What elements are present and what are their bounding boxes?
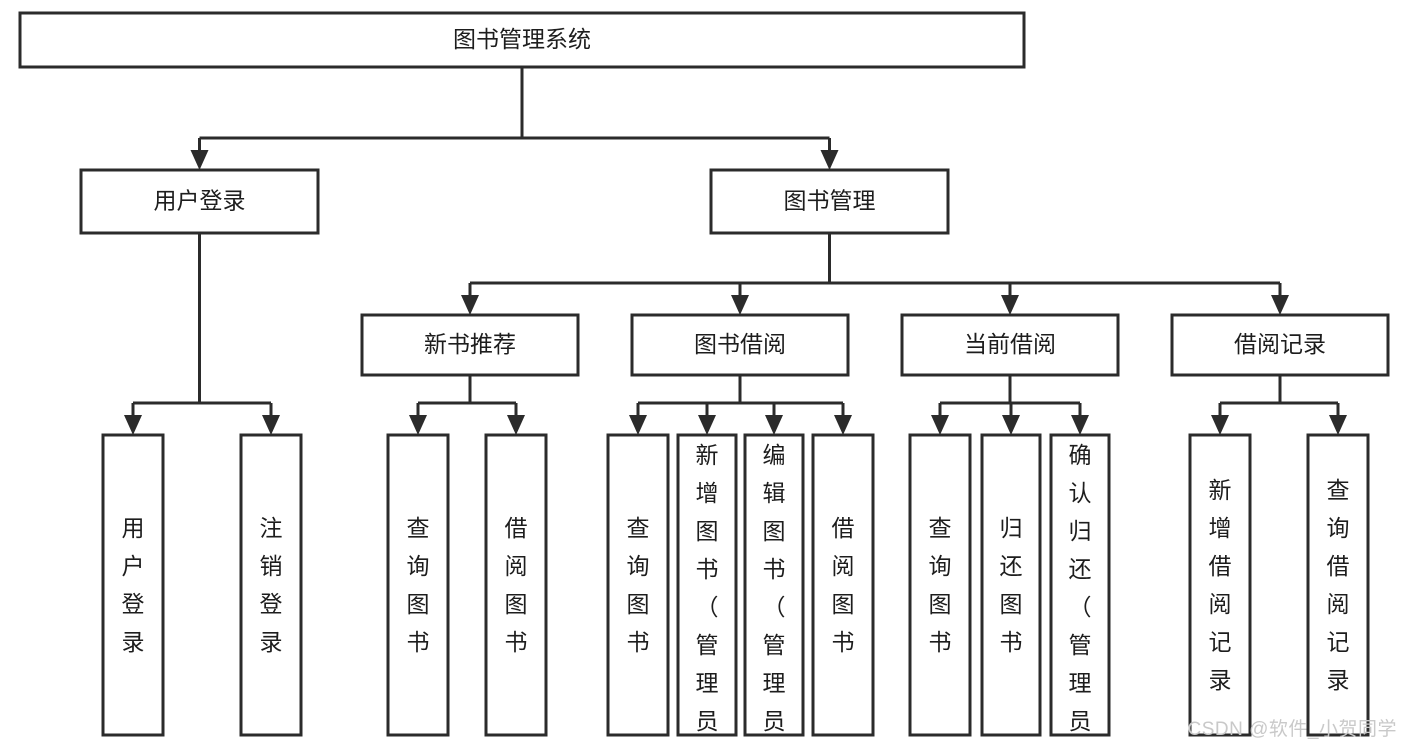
node-leaf-query-book-2-label: 查询图书 [627,515,650,655]
node-leaf-query-book-1-box [386,433,450,737]
arrow-head-icon [629,415,647,435]
arrow-head-icon [931,415,949,435]
node-leaf-query-book-2-box [606,433,670,737]
node-leaf-add-book[interactable]: 新增图书（管理员） [676,433,738,747]
arrow-head-icon [1071,415,1089,435]
node-leaf-query-book-3[interactable]: 查询图书 [908,433,972,737]
node-leaf-add-record-label: 新增借阅记录 [1209,477,1232,693]
node-book-borrow[interactable]: 图书借阅 [630,313,850,377]
node-borrow-record-label: 借阅记录 [1234,331,1326,357]
node-leaf-add-record-box [1188,433,1252,737]
node-leaf-edit-book[interactable]: 编辑图书（管理员） [743,433,805,747]
node-new-book-rec-label: 新书推荐 [424,331,516,357]
node-root[interactable]: 图书管理系统 [18,11,1026,69]
node-leaf-user-login[interactable]: 用户登录 [101,433,165,737]
node-user-login-box [79,168,320,235]
node-leaf-borrow-book-1-box [484,433,548,737]
node-leaf-user-logout-box [239,433,303,737]
node-leaf-confirm-return[interactable]: 确认归还（管理员） [1049,433,1111,747]
arrow-head-icon [820,150,839,170]
arrow-head-icon [834,415,852,435]
node-current-borrow[interactable]: 当前借阅 [900,313,1120,377]
node-leaf-borrow-book-1[interactable]: 借阅图书 [484,433,548,737]
arrow-head-icon [507,415,525,435]
node-leaf-edit-book-box [743,433,805,737]
node-new-book-rec-box [360,313,580,377]
node-book-manage-label: 图书管理 [784,188,876,214]
node-book-manage-box [709,168,950,235]
node-leaf-borrow-book-1-label: 借阅图书 [505,515,528,655]
node-leaf-borrow-book-2[interactable]: 借阅图书 [811,433,875,737]
node-leaf-return-book[interactable]: 归还图书 [980,433,1042,737]
node-book-borrow-box [630,313,850,377]
node-new-book-rec[interactable]: 新书推荐 [360,313,580,377]
arrow-head-icon [1001,295,1019,315]
node-leaf-return-book-box [980,433,1042,737]
node-root-label: 图书管理系统 [453,26,591,52]
node-leaf-borrow-book-2-label: 借阅图书 [832,515,855,655]
node-leaf-query-book-3-label: 查询图书 [929,515,952,655]
node-leaf-return-book-label: 归还图书 [1000,515,1023,655]
node-leaf-confirm-return-box [1049,433,1111,737]
node-leaf-query-record-label: 查询借阅记录 [1327,477,1350,693]
node-leaf-user-login-box [101,433,165,737]
node-leaf-user-login-label: 用户登录 [122,515,145,655]
node-leaf-borrow-book-2-box [811,433,875,737]
node-leaf-add-record[interactable]: 新增借阅记录 [1188,433,1252,737]
node-book-manage[interactable]: 图书管理 [709,168,950,235]
node-book-borrow-label: 图书借阅 [694,331,786,357]
arrow-head-icon [124,415,142,435]
node-leaf-query-book-1[interactable]: 查询图书 [386,433,450,737]
arrow-head-icon [1002,415,1020,435]
arrow-head-icon [1271,295,1289,315]
node-leaf-query-record[interactable]: 查询借阅记录 [1306,433,1370,737]
node-borrow-record[interactable]: 借阅记录 [1170,313,1390,377]
node-current-borrow-box [900,313,1120,377]
node-leaf-user-logout[interactable]: 注销登录 [239,433,303,737]
arrow-head-icon [461,295,479,315]
node-leaf-user-logout-label: 注销登录 [260,515,283,655]
node-leaf-add-book-box [676,433,738,737]
node-leaf-add-book-label: 新增图书（管理员） [696,442,719,747]
node-user-login-label: 用户登录 [154,188,246,214]
arrow-head-icon [1329,415,1347,435]
node-current-borrow-label: 当前借阅 [964,331,1056,357]
node-leaf-query-book-2[interactable]: 查询图书 [606,433,670,737]
node-leaf-query-record-box [1306,433,1370,737]
arrow-head-icon [765,415,783,435]
arrow-head-icon [409,415,427,435]
nodes-layer: 图书管理系统用户登录图书管理新书推荐图书借阅当前借阅借阅记录用户登录注销登录查询… [18,11,1390,747]
edges-layer [124,67,1347,435]
node-borrow-record-box [1170,313,1390,377]
arrow-head-icon [698,415,716,435]
node-leaf-query-book-3-box [908,433,972,737]
node-user-login[interactable]: 用户登录 [79,168,320,235]
arrow-head-icon [190,150,209,170]
arrow-head-icon [1211,415,1229,435]
node-leaf-confirm-return-label: 确认归还（管理员） [1069,442,1092,747]
node-root-box [18,11,1026,69]
arrow-head-icon [262,415,280,435]
arrow-head-icon [731,295,749,315]
node-leaf-query-book-1-label: 查询图书 [407,515,430,655]
